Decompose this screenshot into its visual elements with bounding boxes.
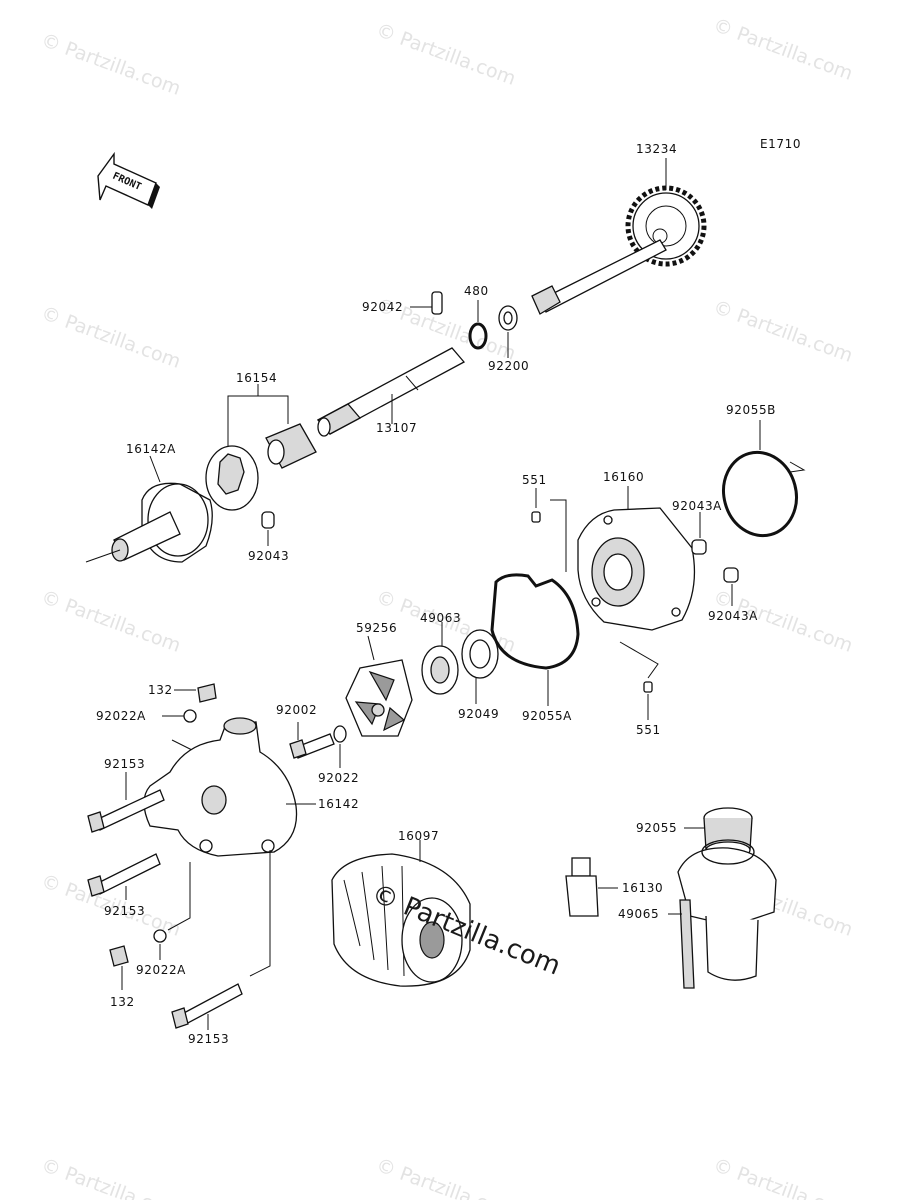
label-92043: 92043 [248,549,289,563]
label-16154: 16154 [236,371,277,385]
clip-480: 480 [464,284,489,350]
dowel-551-bottom: 551 [619,641,661,737]
label-16160: 16160 [603,470,644,484]
label-16142A: 16142A [126,442,176,456]
label-92043A-a: 92043A [672,499,722,513]
washer-92022: 92022 [318,725,359,785]
fitting-16130: 16130 [565,857,663,917]
bolt-132-top: 132 [148,683,217,703]
label-92022A-top: 92022A [96,709,146,723]
label-16142: 16142 [318,797,359,811]
impeller-59256: 59256 [345,621,413,737]
sprocket-shaft-13234: 13234 [531,142,707,315]
label-92055A: 92055A [522,709,572,723]
front-arrow-icon: FRONT [97,151,160,209]
shaft-13107: 13107 [316,347,466,437]
label-13234: 13234 [636,142,677,156]
oil-filter-16097: 16097 [331,829,471,987]
watermark: © Partzilla.com [38,302,183,373]
dowel-92043A-b: 92043A [708,567,758,623]
outer-rotor [205,445,259,511]
label-49063: 49063 [420,611,461,625]
label-92002: 92002 [276,703,317,717]
diagram-code: E1710 [760,137,801,151]
label-480: 480 [464,284,489,298]
watermark: © Partzilla.com [38,29,183,100]
sprocket-gear-icon [625,185,707,267]
label-92153-c: 92153 [188,1032,229,1046]
label-16097: 16097 [398,829,439,843]
label-92153-b: 92153 [104,904,145,918]
water-pump-body-16142: 16142 [143,717,359,857]
label-551-top: 551 [522,473,547,487]
gasket-92055A: 92055A [490,573,580,723]
bolt-132-bottom: 132 [109,945,135,1009]
dowel-92043: 92043 [248,511,289,563]
watermark: © Partzilla.com [710,1154,855,1200]
label-551-bottom: 551 [636,723,661,737]
pin-92042: 92042 [362,291,443,315]
label-49065: 49065 [618,907,659,921]
label-92022A-bottom: 92022A [136,963,186,977]
watermark-grid: © Partzilla.com © Partzilla.com © Partzi… [38,14,855,1200]
washer-92200: 92200 [488,305,529,373]
label-92200: 92200 [488,359,529,373]
dowel-551-top: 551 [522,473,567,572]
oring-92055B: 92055B [722,403,806,538]
watermark: © Partzilla.com [373,1154,518,1200]
washer-92022A-bottom: 92022A [136,862,191,977]
watermark: © Partzilla.com [38,586,183,657]
label-16130: 16130 [622,881,663,895]
strainer-49065: 49065 [618,839,777,989]
label-92022: 92022 [318,771,359,785]
watermark: © Partzilla.com [38,1154,183,1200]
label-13107: 13107 [376,421,417,435]
rotor-16154: 16154 [227,371,317,469]
bolt-92153-b: 92153 [87,853,161,918]
watermark: © Partzilla.com [710,296,855,367]
label-92055B: 92055B [726,403,776,417]
label-92153-a: 92153 [104,757,145,771]
pump-housing-16142A: 16142A [85,442,213,563]
label-92043A-b: 92043A [708,609,758,623]
label-132-top: 132 [148,683,173,697]
bearing-92049: 92049 [458,629,499,721]
label-132-bottom: 132 [110,995,135,1009]
watermark: © Partzilla.com [710,14,855,85]
bolt-92153-c: 92153 [171,850,271,1046]
watermark: © Partzilla.com [373,19,518,90]
label-92042: 92042 [362,300,403,314]
washer-92022A-top: 92022A [96,709,197,753]
dowel-92043A-a: 92043A [672,499,722,555]
pump-cover-16160: 16160 [577,470,696,631]
label-92049: 92049 [458,707,499,721]
label-59256: 59256 [356,621,397,635]
label-92055: 92055 [636,821,677,835]
seal-49063: 49063 [420,611,461,695]
bolt-92002: 92002 [276,703,335,759]
bolt-92153-a: 92153 [87,757,165,833]
